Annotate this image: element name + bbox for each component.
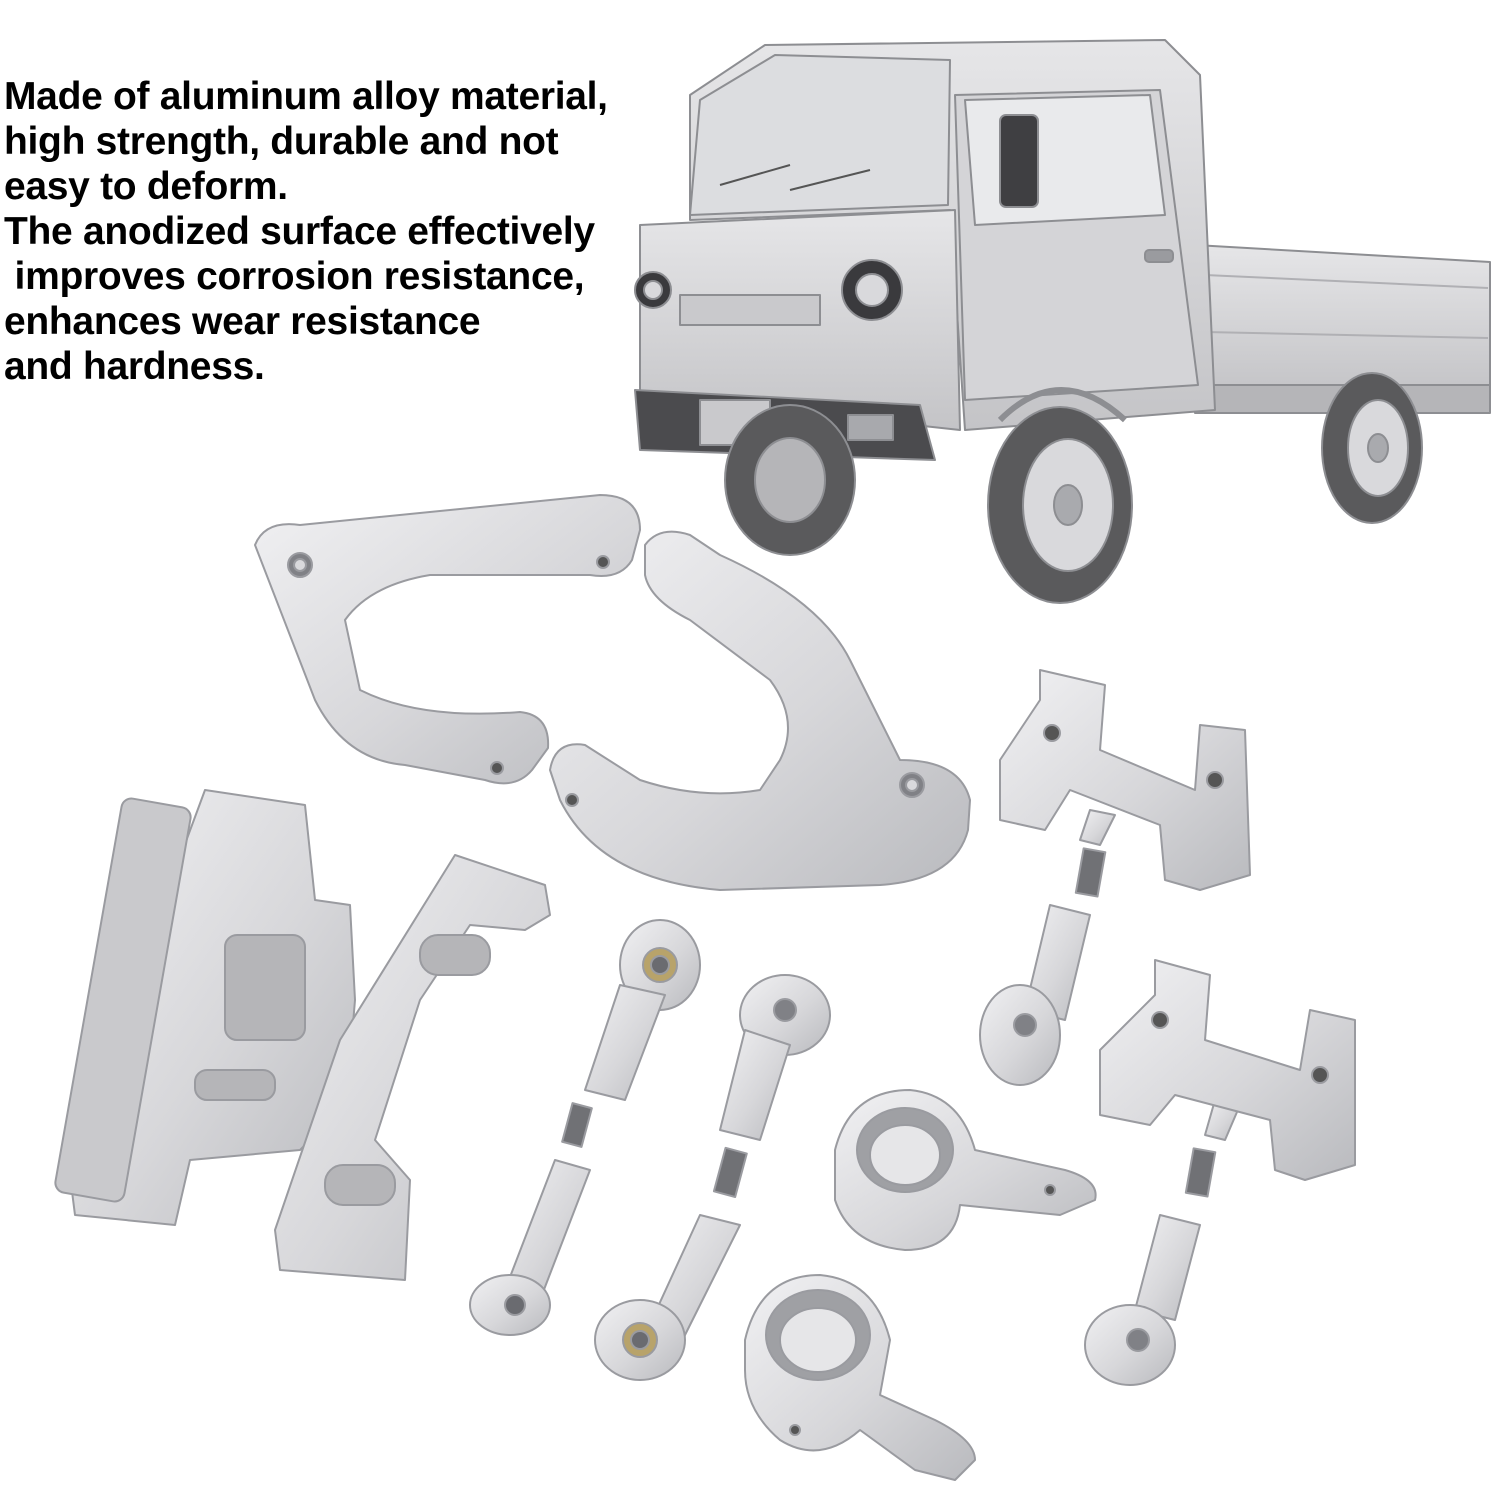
servo-mount	[999, 669, 1251, 891]
description-line: and hardness.	[4, 345, 265, 388]
truck-mirror	[999, 114, 1039, 208]
truck-cargo-bed	[1194, 244, 1491, 393]
truck-side-window	[964, 94, 1166, 226]
truck-image	[634, 39, 1491, 604]
front-wheel	[724, 404, 856, 556]
steering-knuckle	[834, 1089, 1097, 1251]
tie-rod	[979, 809, 1116, 1086]
tie-rod	[594, 974, 831, 1381]
tie-rod	[1084, 1099, 1241, 1386]
description-line: easy to deform.	[4, 165, 288, 208]
description-line: The anodized surface effectively	[4, 210, 595, 253]
description-line: enhances wear resistance	[4, 300, 481, 343]
servo-mount	[1099, 959, 1356, 1181]
description-line: Made of aluminum alloy material,	[4, 75, 608, 118]
front-wheel	[987, 406, 1133, 604]
rear-wheel	[1321, 372, 1423, 524]
description-line: high strength, durable and not	[4, 120, 559, 163]
parts-group	[54, 494, 1356, 1481]
frame-bracket-right	[549, 530, 971, 891]
frame-bracket-left	[254, 494, 641, 785]
tie-rod	[469, 919, 701, 1336]
description-line: improves corrosion resistance,	[4, 255, 585, 298]
steering-knuckle	[744, 1274, 976, 1481]
product-description: Made of aluminum alloy material, high st…	[4, 74, 654, 389]
